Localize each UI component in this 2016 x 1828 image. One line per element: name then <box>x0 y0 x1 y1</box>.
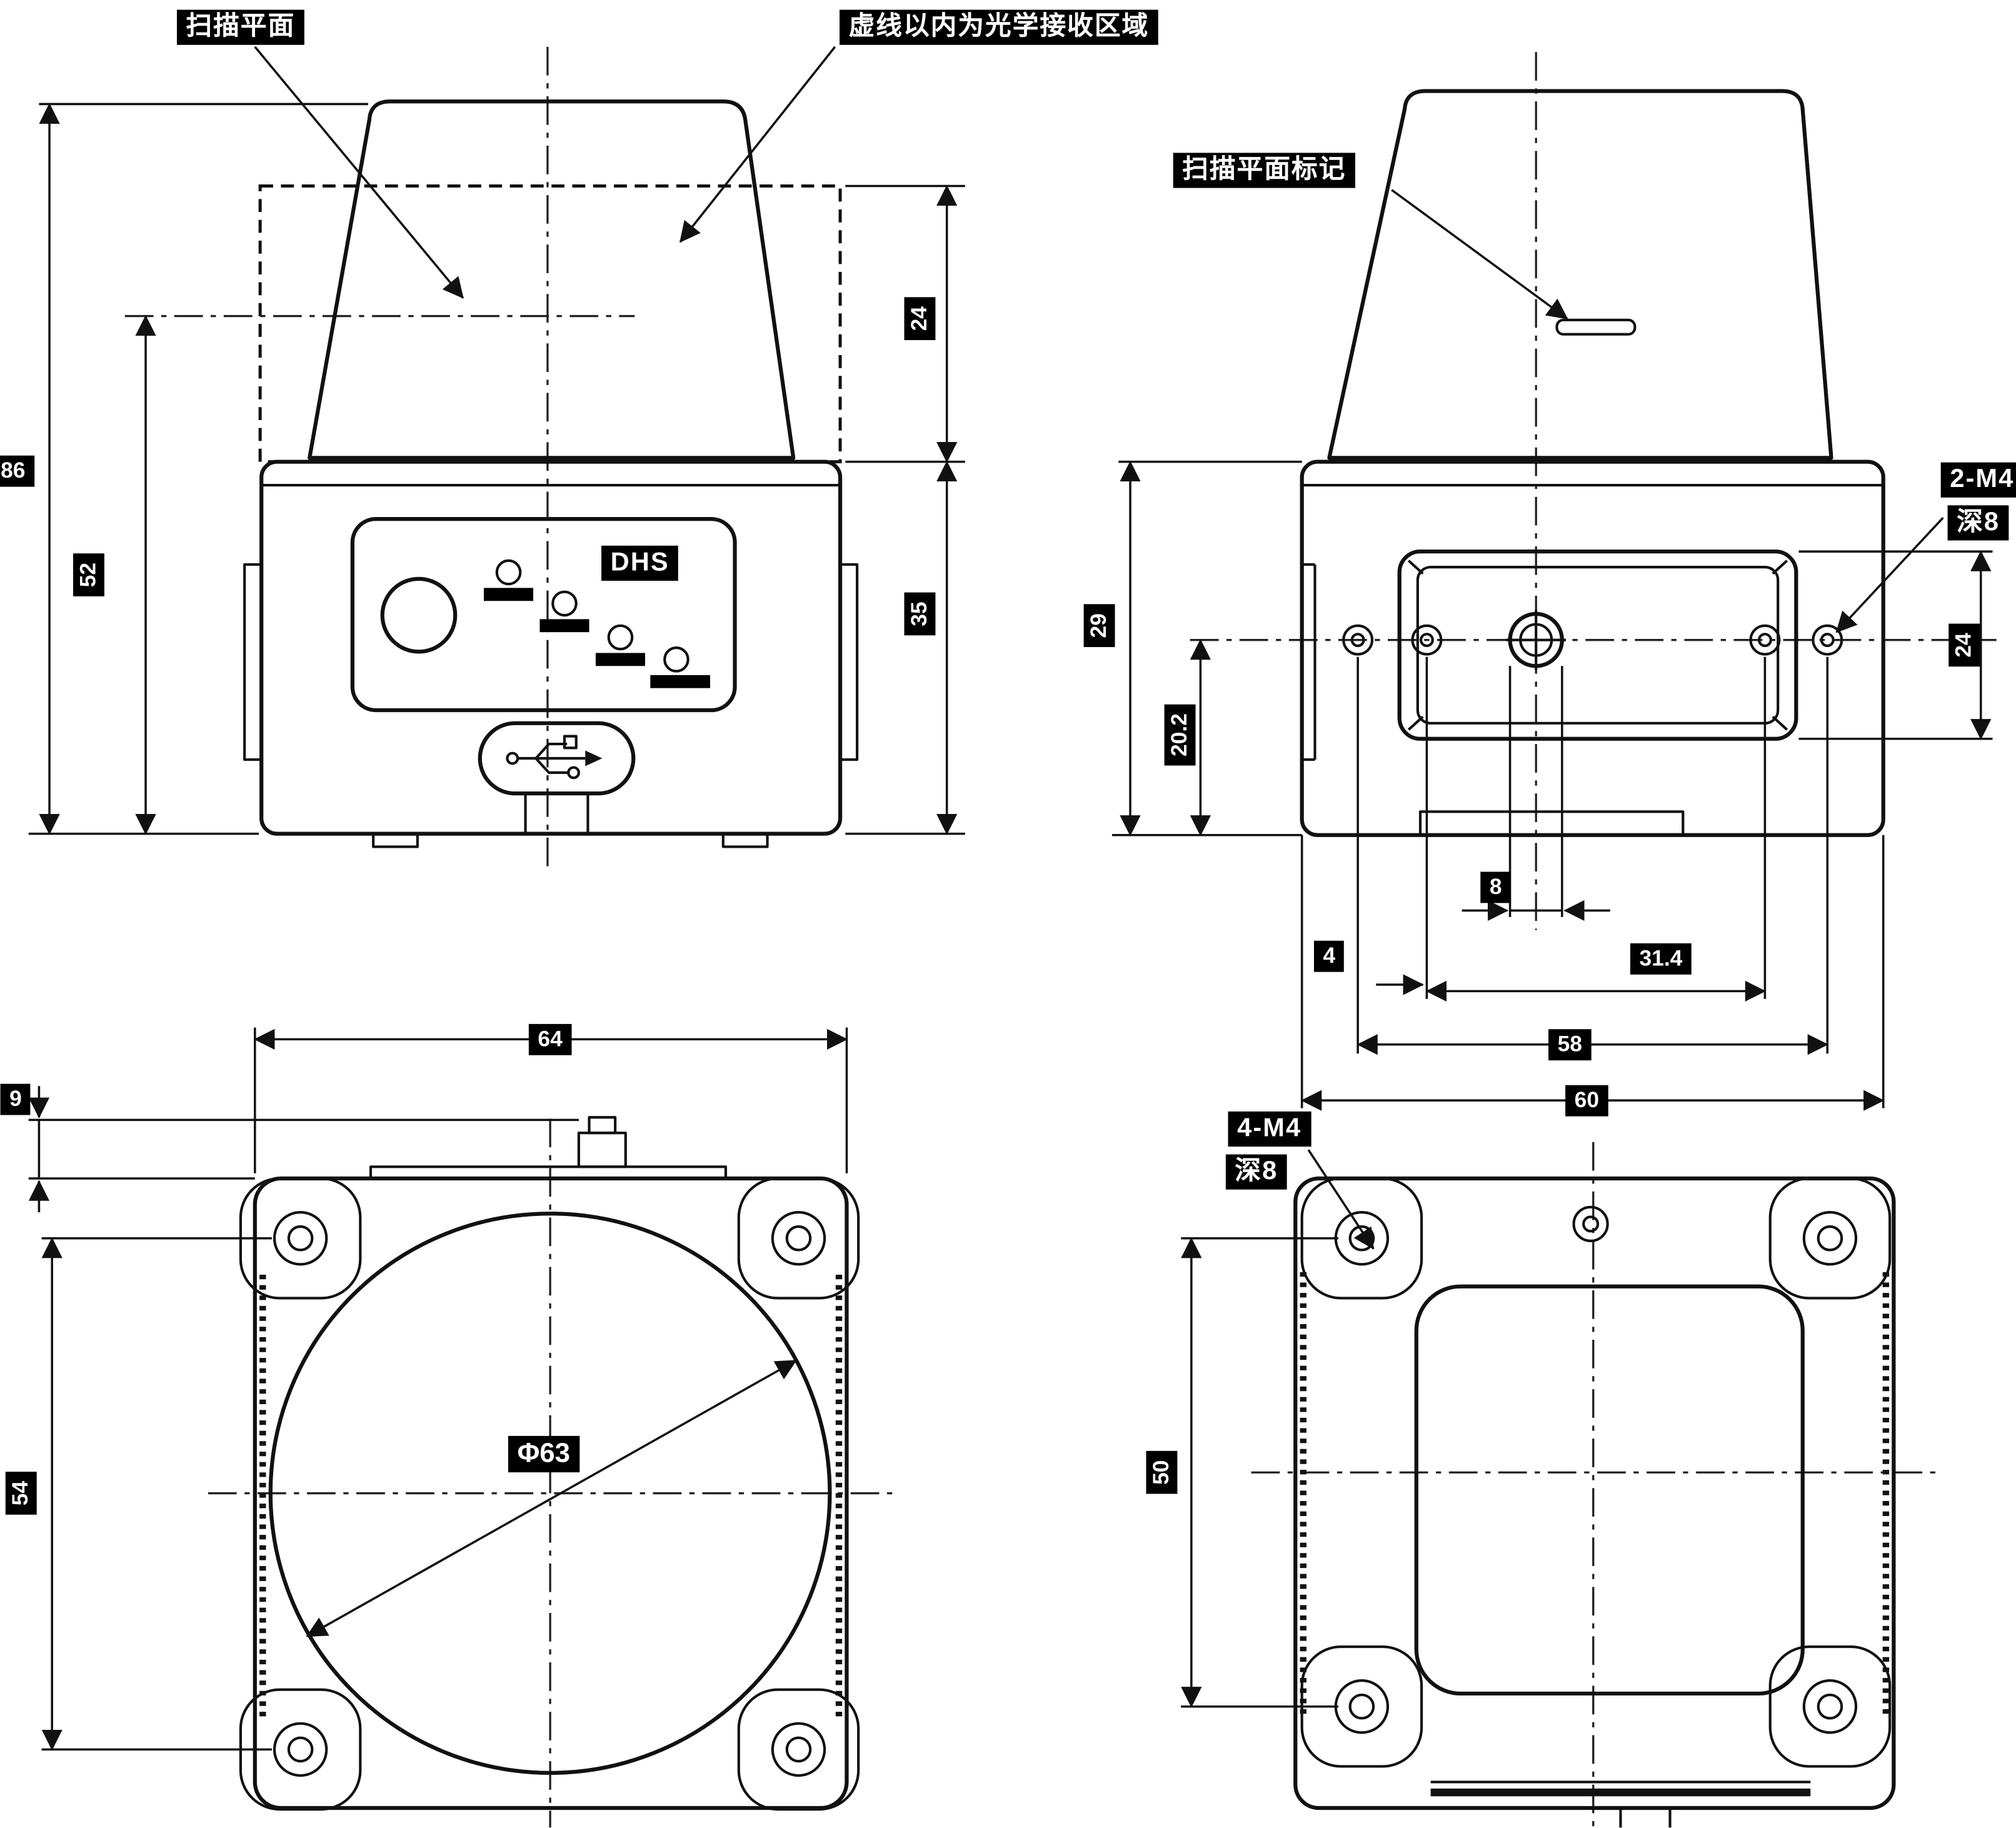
led-indicator <box>607 624 634 651</box>
bottom-housing <box>253 1176 849 1810</box>
dim-front-optical-height: 24 <box>904 297 935 340</box>
thread-4m4-depth-label: 深8 <box>1225 1154 1287 1190</box>
mount-holes <box>1342 624 1843 656</box>
dim-top-screw-spacing: 50 <box>1146 1450 1177 1494</box>
dim-side-bottom-tiny: 4 <box>1313 940 1345 972</box>
dim-front-body-height: 35 <box>904 592 935 636</box>
dim-side-overall-width: 60 <box>1565 1085 1608 1116</box>
brand-label: DHS <box>601 545 679 581</box>
front-panel <box>350 517 737 713</box>
usb-icon <box>506 735 603 780</box>
optical-area-label: 虚线以内为光学接收区域 <box>840 9 1158 45</box>
dim-side-left-lower: 20.2 <box>1164 704 1195 766</box>
diameter-line <box>306 1359 797 1637</box>
connector-tab <box>1619 1806 1672 1828</box>
dim-window-diameter: Φ63 <box>508 1435 579 1473</box>
thread-4m4-label: 4-M4 <box>1228 1111 1311 1147</box>
led-indicator <box>495 559 522 586</box>
led-indicator <box>663 646 690 673</box>
led-label-chip <box>539 619 589 633</box>
led-label-chip <box>483 588 534 601</box>
top-view <box>1181 1142 1938 1828</box>
device-body-side <box>1300 460 1885 837</box>
scan-plane-leader <box>254 46 464 299</box>
top-housing <box>1293 1176 1896 1810</box>
led-label-chip <box>650 675 711 688</box>
scanner-head-side <box>1327 89 1833 460</box>
dim-side-panel-width: 31.4 <box>1630 943 1692 974</box>
dim-bottom-screw-spacing: 54 <box>5 1472 36 1515</box>
dim-front-total-height: 86 <box>0 455 35 486</box>
scan-plane-mark <box>1555 318 1637 336</box>
scan-plane-label: 扫描平面 <box>176 9 304 45</box>
thread-2m4-label: 2-M4 <box>1940 462 2016 498</box>
top-recess <box>1414 1284 1805 1696</box>
dim-bottom-connector-height: 9 <box>0 1083 31 1115</box>
optical-area-leader <box>679 46 836 243</box>
thread-2m4-leader <box>1835 516 1944 633</box>
dim-front-scanplane-height: 52 <box>73 553 104 596</box>
mount-boss <box>1397 550 1798 741</box>
side-view <box>1111 52 1997 1111</box>
dim-side-left-upper: 29 <box>1083 604 1115 648</box>
led-label-chip <box>595 653 645 666</box>
power-button <box>380 576 458 654</box>
usb-port <box>478 721 636 796</box>
scanner-head <box>308 99 796 460</box>
scan-mark-leader <box>1391 189 1568 320</box>
optical-window <box>268 1212 832 1775</box>
dim-side-mount-spacing: 58 <box>1548 1029 1592 1060</box>
thread-2m4-depth-label: 深8 <box>1947 505 2009 541</box>
connector-tab <box>577 1132 627 1168</box>
led-indicator <box>551 590 578 617</box>
dim-bottom-width: 64 <box>528 1023 572 1055</box>
top-center-screw <box>1572 1205 1609 1242</box>
front-view <box>28 46 965 869</box>
thread-4m4-leader <box>1307 1149 1375 1250</box>
optical-area-boundary <box>258 184 842 464</box>
scan-plane-mark-label: 扫描平面标记 <box>1173 153 1355 188</box>
dim-side-bottom-small: 8 <box>1480 871 1512 903</box>
dim-side-right: 24 <box>1948 623 1980 667</box>
bottom-view <box>28 1027 895 1828</box>
